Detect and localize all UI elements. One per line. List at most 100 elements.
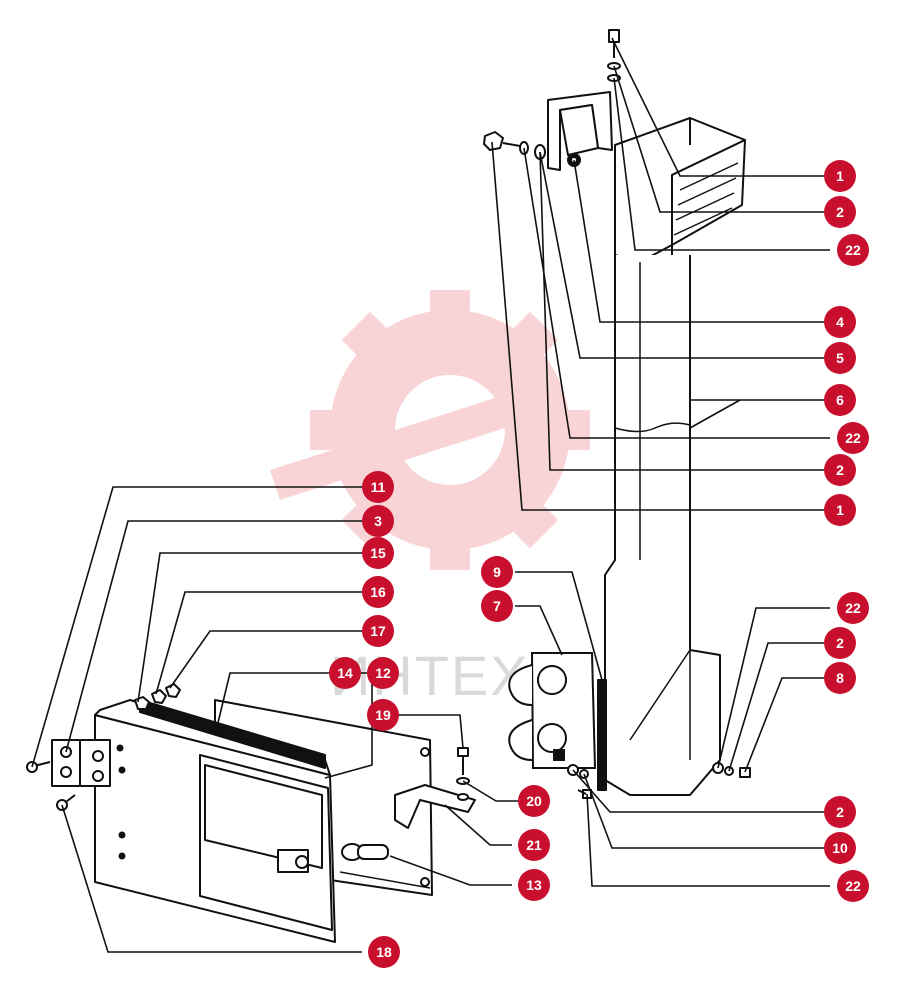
callout-circle [367, 657, 399, 689]
callout-label: 17 [370, 623, 386, 639]
callout-circle [824, 384, 856, 416]
callout-circle [824, 160, 856, 192]
callout-circle [368, 936, 400, 968]
callout-label: 4 [836, 314, 844, 330]
callout-22: 22 [837, 870, 869, 902]
callout-label: 22 [845, 242, 861, 258]
callout-label: 22 [845, 600, 861, 616]
callout-circle [481, 590, 513, 622]
callout-16: 16 [362, 576, 394, 608]
callout-17: 17 [362, 615, 394, 647]
callout-circle [824, 342, 856, 374]
chute-hood-mouth [671, 139, 746, 246]
callout-circle [824, 494, 856, 526]
callout-22: 22 [837, 234, 869, 266]
callout-circle [824, 306, 856, 338]
callout-22: 22 [837, 422, 869, 454]
callout-label: 21 [526, 837, 542, 853]
callout-1: 1 [824, 494, 856, 526]
callout-7: 7 [481, 590, 513, 622]
callout-label: 11 [371, 479, 386, 495]
callout-circle [367, 699, 399, 731]
callout-3: 3 [362, 505, 394, 537]
chute-break-line [614, 422, 691, 433]
callout-label: 7 [493, 598, 501, 614]
callout-label: 8 [836, 670, 844, 686]
callout-label: 5 [836, 350, 844, 366]
callout-circle [837, 422, 869, 454]
chute-tube [604, 255, 721, 796]
callout-circle [824, 832, 856, 864]
callout-circle [362, 576, 394, 608]
callout-circle [518, 785, 550, 817]
callout-circle [518, 829, 550, 861]
callout-18: 18 [368, 936, 400, 968]
callout-circle [837, 234, 869, 266]
callout-label: 12 [375, 665, 391, 681]
callout-13: 13 [518, 869, 550, 901]
callout-circle [824, 454, 856, 486]
callout-2: 2 [824, 627, 856, 659]
callout-8: 8 [824, 662, 856, 694]
callout-circle [362, 615, 394, 647]
callout-10: 10 [824, 832, 856, 864]
callout-circle [824, 796, 856, 828]
callout-label: 9 [493, 564, 501, 580]
watermark-text: ИНТЕХ [330, 644, 530, 707]
callout-label: 2 [836, 462, 844, 478]
callout-circle [837, 592, 869, 624]
callout-circle [362, 471, 394, 503]
callout-label: 20 [526, 793, 542, 809]
callout-11: 11 [362, 471, 394, 503]
callout-2: 2 [824, 796, 856, 828]
callout-20: 20 [518, 785, 550, 817]
gasket-strip [597, 679, 607, 791]
callout-circle [481, 556, 513, 588]
callout-label: 1 [836, 502, 844, 518]
callout-2: 2 [824, 454, 856, 486]
callout-4: 4 [824, 306, 856, 338]
callout-label: 10 [832, 840, 848, 856]
watermark-logo [270, 290, 590, 570]
callout-circle [824, 627, 856, 659]
callout-label: 22 [845, 430, 861, 446]
callout-label: 2 [836, 204, 844, 220]
callout-14: 14 [329, 657, 361, 689]
callout-label: 2 [836, 635, 844, 651]
callout-circle [837, 870, 869, 902]
chute-bottom-box [629, 649, 721, 760]
callout-19: 19 [367, 699, 399, 731]
callout-circle [824, 662, 856, 694]
chute-assembly [483, 29, 751, 796]
callout-circle [518, 869, 550, 901]
callout-21: 21 [518, 829, 550, 861]
callout-label: 13 [526, 877, 542, 893]
callout-circle [329, 657, 361, 689]
callout-label: 14 [337, 665, 353, 681]
callout-circle [362, 537, 394, 569]
callout-label: 15 [370, 545, 386, 561]
callout-label: 22 [845, 878, 861, 894]
callout-label: 3 [374, 513, 382, 529]
callout-5: 5 [824, 342, 856, 374]
callout-22: 22 [837, 592, 869, 624]
mounting-plate [508, 652, 597, 799]
callout-label: 1 [836, 168, 844, 184]
callout-15: 15 [362, 537, 394, 569]
callout-label: 6 [836, 392, 844, 408]
callout-1: 1 [824, 160, 856, 192]
callout-circle [362, 505, 394, 537]
angle-bracket [394, 784, 476, 829]
callout-label: 16 [370, 584, 386, 600]
callout-label: 2 [836, 804, 844, 820]
callout-12: 12 [367, 657, 399, 689]
callout-circle [824, 196, 856, 228]
door-assembly [26, 683, 476, 943]
callout-6: 6 [824, 384, 856, 416]
callout-2: 2 [824, 196, 856, 228]
callout-9: 9 [481, 556, 513, 588]
callout-label: 19 [375, 707, 391, 723]
